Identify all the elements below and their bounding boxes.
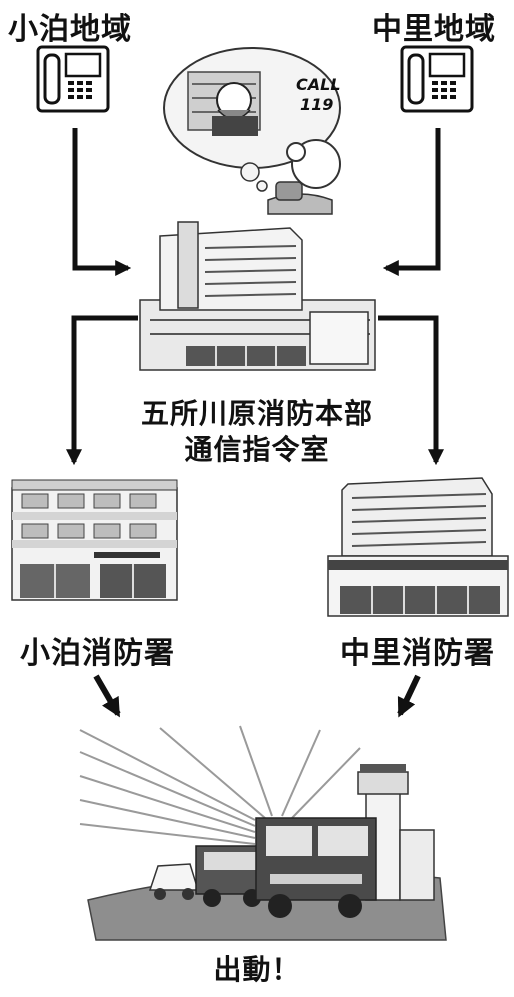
emergency-call-illustration: CALL 119 — [163, 47, 341, 215]
telephone-icon-left — [36, 45, 110, 113]
telephone-icon-right — [400, 45, 474, 113]
hq-room-label: 通信指令室 — [184, 433, 330, 466]
arrow-left-region-to-hq — [72, 128, 132, 277]
arrow-right-region-to-hq — [382, 128, 441, 277]
region-label-left: 小泊地域 — [8, 12, 132, 47]
arrow-left-station-to-dispatch — [93, 674, 121, 718]
arrow-hq-to-left-station — [65, 315, 138, 466]
arrow-right-station-to-dispatch — [397, 674, 421, 718]
station-label-left: 小泊消防署 — [20, 636, 175, 671]
hq-name-label: 五所川原消防本部 — [140, 397, 373, 430]
right-station-building-illustration — [327, 477, 509, 617]
call-number-text: 119 — [300, 95, 333, 114]
region-label-right: 中里地域 — [372, 12, 496, 47]
hq-building-illustration — [139, 221, 376, 371]
left-station-building-illustration — [11, 479, 178, 601]
station-label-right: 中里消防署 — [340, 636, 495, 671]
call-text: CALL — [296, 75, 341, 94]
dispatch-label: 出動！ — [213, 953, 301, 986]
arrow-hq-to-right-station — [378, 315, 445, 466]
dispatch-fire-trucks-illustration — [79, 725, 447, 941]
